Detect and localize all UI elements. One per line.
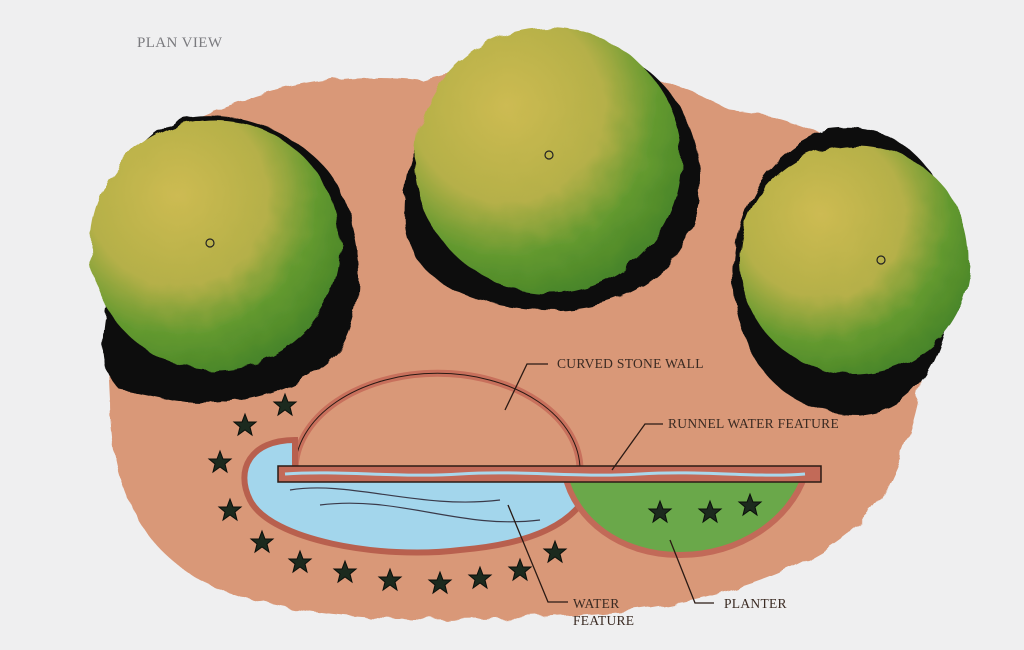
planter	[561, 472, 810, 559]
label-water-feature-line2: FEATURE	[573, 613, 635, 628]
label-water-feature-line1: WATER	[573, 596, 620, 611]
tree-right	[733, 128, 970, 416]
tree-left	[90, 115, 359, 403]
plan-view-title: PLAN VIEW	[137, 35, 223, 51]
label-planter: PLANTER	[724, 596, 787, 611]
tree-center	[404, 27, 701, 310]
label-runnel-water-feature: RUNNEL WATER FEATURE	[668, 416, 839, 431]
label-curved-stone-wall: CURVED STONE WALL	[557, 356, 704, 371]
water-feature-pool	[241, 436, 584, 556]
